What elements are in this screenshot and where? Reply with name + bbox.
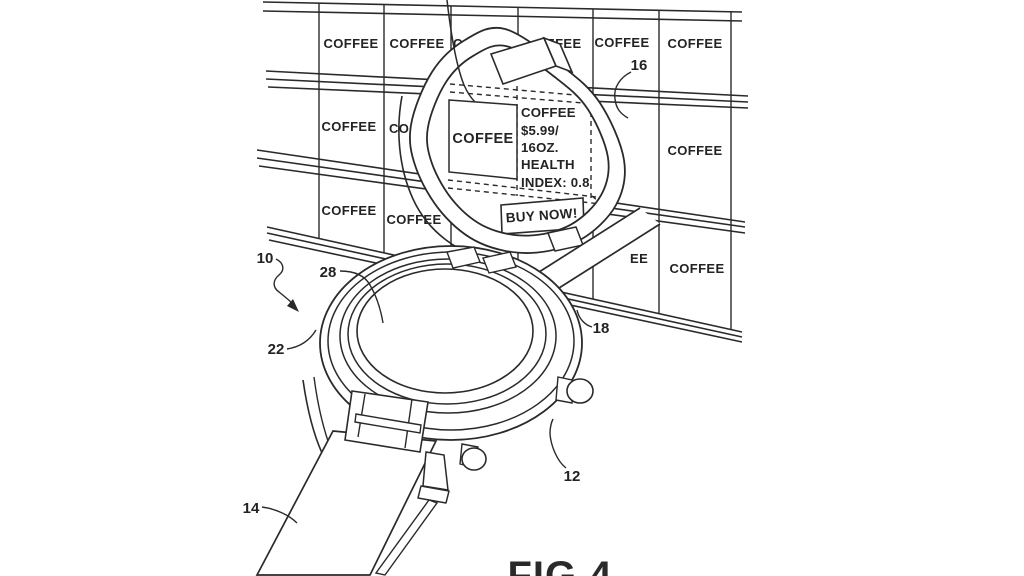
leader-line-22: [286, 329, 317, 350]
arrowhead-10: [287, 299, 299, 312]
crown-button-lower: [461, 447, 487, 471]
strap-thin-connector: [422, 451, 449, 491]
watch-display: [356, 268, 534, 394]
leader-line-28: [339, 270, 384, 324]
strap-keeper-bar: [354, 413, 422, 434]
ref-numeral-14: 14: [243, 500, 260, 517]
buy-now-label: BUY NOW!: [505, 206, 578, 226]
left-lug-contour: [302, 379, 323, 454]
detail-line: INDEX: 0.8: [521, 175, 590, 190]
shelf-label: COFFEE: [389, 36, 444, 51]
shelf-label: COFFEE: [667, 143, 722, 158]
watch-bezel-inner: [347, 263, 547, 405]
leader-line-12: [549, 418, 567, 469]
lens-glass: [426, 45, 609, 236]
buy-now-button: BUY NOW!: [500, 197, 585, 235]
figure-caption: FIG 4: [507, 554, 612, 576]
strap-wide: [255, 430, 438, 576]
shelf-label: EE: [630, 251, 648, 266]
left-lug-contour-inner: [313, 376, 329, 442]
magnified-label-cell: [448, 99, 518, 180]
ref-numeral-18: 18: [593, 320, 610, 337]
watch-bezel-outer: [339, 258, 557, 414]
hinge-arm: [527, 207, 661, 296]
strap-thin-band: [374, 499, 439, 576]
shelf-label: C: [453, 36, 463, 51]
latch-tab-left: [446, 246, 481, 269]
leader-line-14: [261, 506, 298, 524]
watch-strap: [255, 390, 450, 576]
leader-line-10: [273, 258, 294, 305]
shelf-label: COFFEE: [669, 261, 724, 276]
leader-line-top: [446, 0, 476, 103]
reference-annotations: 10 28 22 14 12 18 16: [243, 0, 648, 524]
shelf-label: COFFEE: [594, 35, 649, 50]
latch-tab-right: [482, 251, 517, 274]
shelf-label: COFFEE: [667, 36, 722, 51]
crown-buttons: [459, 376, 594, 471]
detail-line: COFFEE: [521, 105, 576, 120]
shelf-label: COFFEE: [323, 36, 378, 51]
shelf-label: COFFEE: [321, 119, 376, 134]
ref-numeral-28: 28: [320, 264, 337, 281]
lens-ring: [398, 26, 626, 263]
lens-ring-band: [409, 26, 626, 254]
shelf-label: COFFEE: [386, 212, 441, 227]
leader-line-18: [576, 309, 593, 328]
ref-numeral-22: 22: [268, 341, 285, 358]
magnified-shelf-label: COFFEE: [452, 131, 513, 147]
crown-button-upper: [566, 378, 594, 404]
ref-numeral-12: 12: [564, 468, 581, 485]
lens-interior: COFFEE COFFEE $5.99/ 16OZ. HEALTH INDEX:…: [426, 45, 609, 236]
strap-thin-endcap: [417, 485, 450, 504]
shelf-label: COFFEE: [321, 203, 376, 218]
ref-numeral-10: 10: [257, 250, 274, 267]
detail-line: HEALTH: [521, 157, 575, 172]
lens-clasp-tab-side: [542, 36, 574, 74]
watch-case: [302, 245, 583, 454]
detail-line: $5.99/: [521, 123, 559, 138]
leader-line-16: [614, 71, 632, 119]
detail-line: 16OZ.: [521, 140, 559, 155]
product-detail-text: COFFEE $5.99/ 16OZ. HEALTH INDEX: 0.8: [521, 105, 590, 190]
ref-numeral-16: 16: [631, 57, 648, 74]
